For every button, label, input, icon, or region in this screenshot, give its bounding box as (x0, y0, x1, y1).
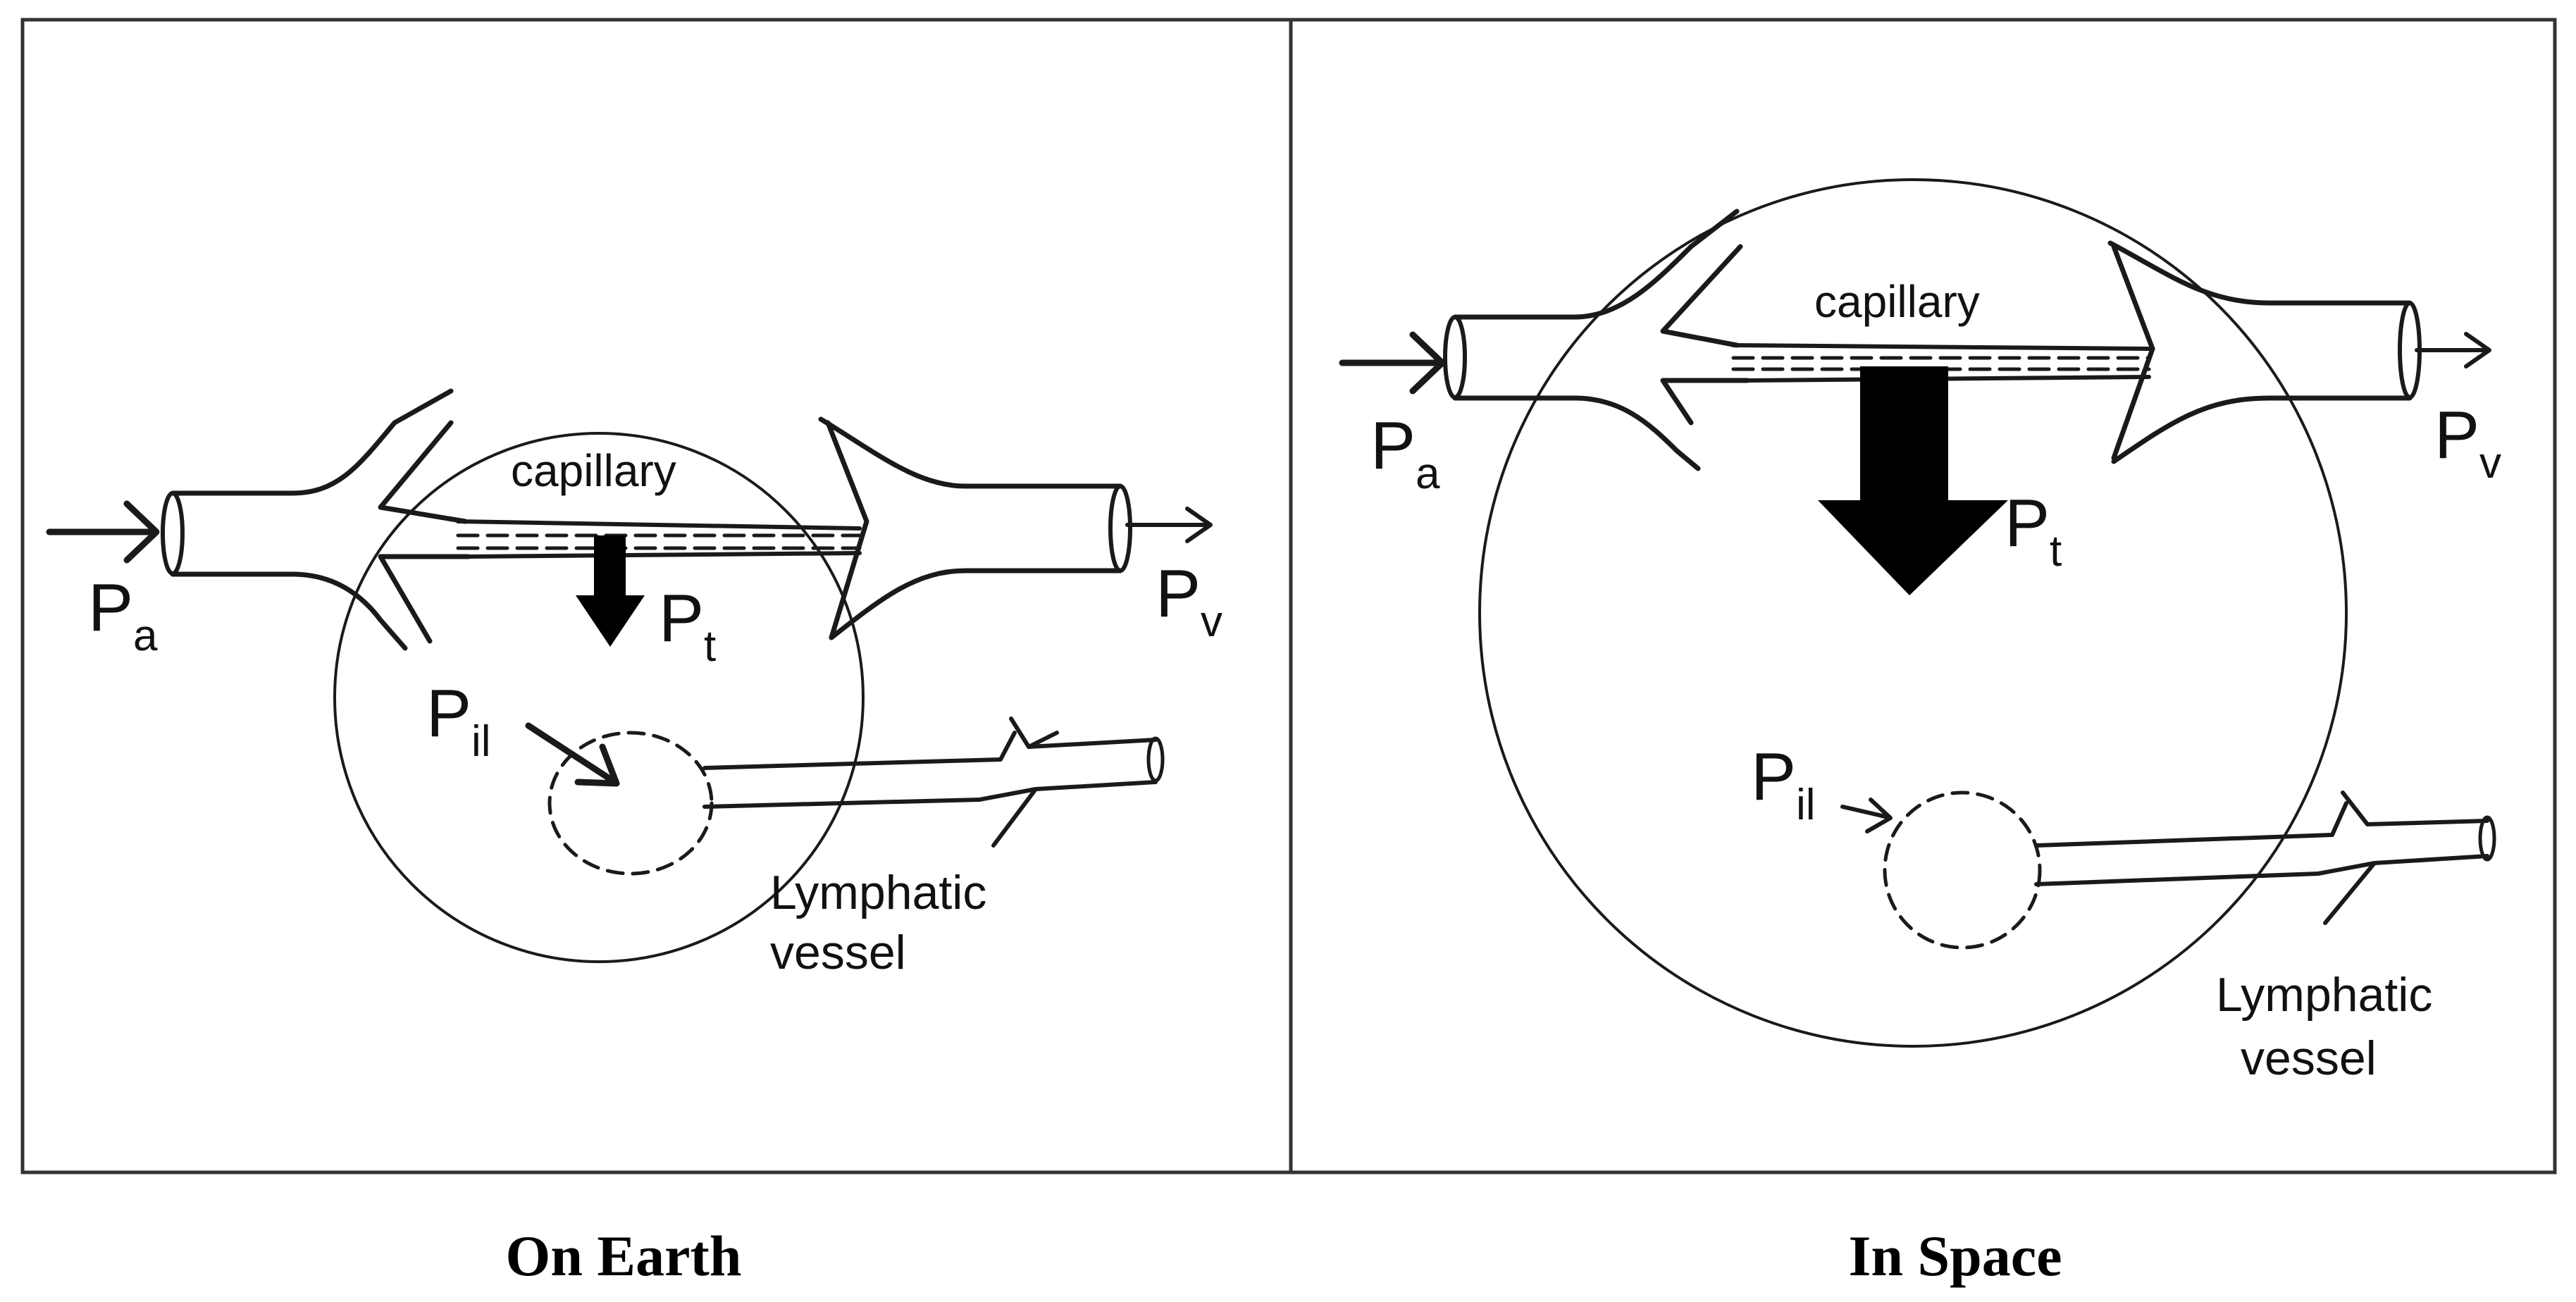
lymphatic-label-line2: vessel (2241, 1031, 2377, 1085)
capillary-top (1731, 343, 2151, 351)
lymphatic-vessel (702, 731, 1017, 770)
lymphatic-label-line1: Lymphatic (2216, 968, 2432, 1022)
lymphatic-label-line2: vessel (770, 926, 906, 979)
panel-caption-earth: On Earth (506, 1224, 742, 1288)
pt-arrow (576, 535, 645, 647)
venule (2111, 244, 2155, 461)
pil-label: Pil (1751, 739, 1816, 829)
pv-label: Pv (2434, 397, 2501, 488)
lymphatic-vessel (2034, 801, 2348, 848)
tissue-circle (1478, 178, 2348, 1048)
venule (825, 420, 869, 640)
panel-earth: capillary Pa Pv Pt Pil Lymphatic vessel … (46, 388, 1222, 1288)
tissue-circle (333, 432, 865, 963)
panel-frame-earth (20, 18, 1293, 1174)
pt-arrow (1818, 366, 2008, 595)
lymphatic-label-line1: Lymphatic (770, 866, 986, 919)
panel-caption-space: In Space (1848, 1224, 2062, 1288)
pa-label: Pa (1370, 408, 1440, 498)
pil-label: Pil (426, 676, 491, 766)
pt-label: Pt (2005, 485, 2062, 576)
capillary-label: capillary (1814, 276, 1980, 327)
pil-arrow (1840, 805, 1890, 819)
lymphatic-bulb (1883, 790, 2042, 950)
arteriole (1452, 209, 1740, 320)
panel-frame-space (1289, 18, 2557, 1174)
pv-label: Pv (1156, 556, 1222, 646)
pil-arrow (525, 722, 613, 782)
capillary-top (456, 519, 862, 531)
pa-label: Pa (88, 570, 158, 660)
panel-space: capillary Pa Pv Pt Pil Lymphatic vessel … (1339, 178, 2501, 1288)
lymphatic-bulb (547, 731, 714, 876)
arteriole (170, 388, 454, 496)
capillary-label: capillary (511, 445, 676, 496)
pt-label: Pt (659, 581, 716, 671)
